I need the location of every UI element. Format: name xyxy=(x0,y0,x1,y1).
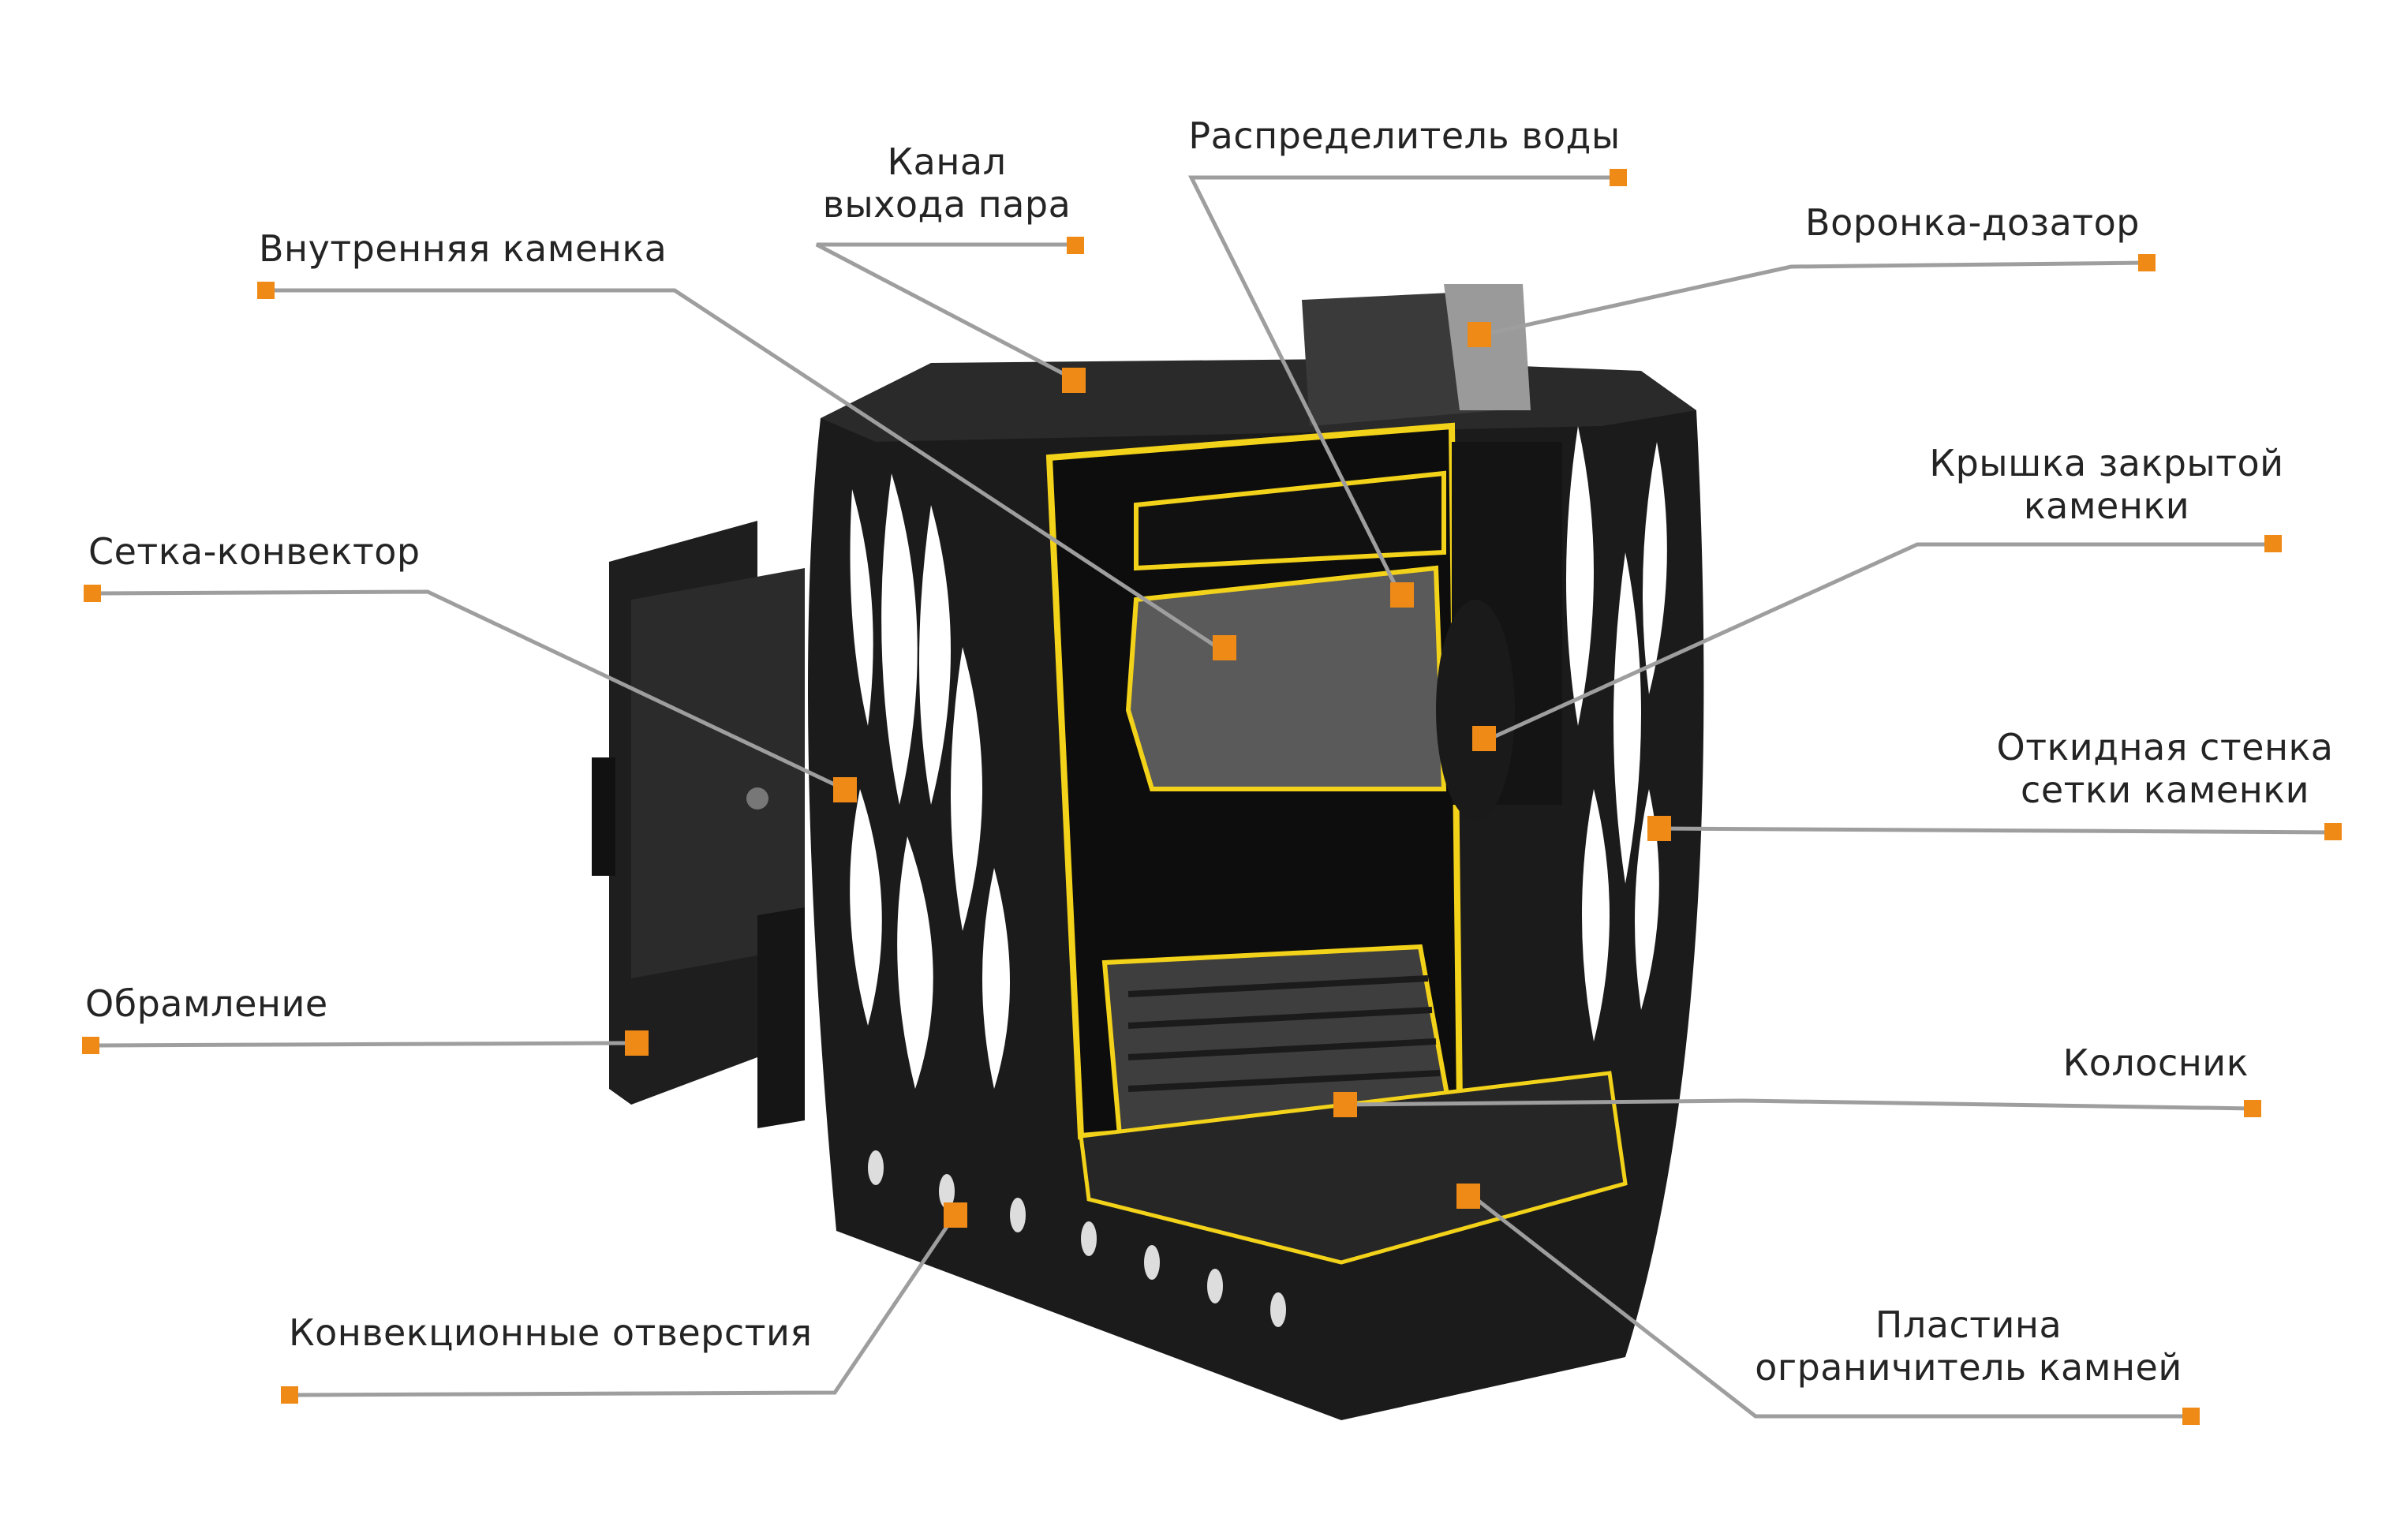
leader-convector-grid xyxy=(92,589,846,791)
point-frame xyxy=(625,1030,649,1056)
marker-convection-holes xyxy=(281,1386,298,1404)
leader-steam-channel xyxy=(815,242,1075,381)
marker-frame xyxy=(82,1037,99,1054)
label-grate: Колосник xyxy=(2062,1041,2249,1084)
point-steam-channel xyxy=(1062,368,1086,393)
leader-grate xyxy=(1340,1098,2253,1111)
marker-convector-grid xyxy=(84,585,101,602)
label-stone-limiter-plate: Пластина ограничитель камней xyxy=(1755,1303,2182,1389)
leader-closed-chamber-lid xyxy=(1482,542,2272,744)
marker-hinged-grid-wall xyxy=(2324,823,2342,840)
marker-steam-channel xyxy=(1067,237,1084,254)
point-inner-stone-chamber xyxy=(1213,635,1236,660)
label-hinged-grid-wall: Откидная стенка сетки каменки xyxy=(1996,726,2334,811)
label-water-distributor: Распределитель воды xyxy=(1188,114,1621,157)
point-stone-limiter-plate xyxy=(1456,1184,1480,1209)
leader-stone-limiter-plate xyxy=(1470,1194,2192,1419)
label-steam-channel: Канал выхода пара xyxy=(822,140,1071,226)
convector-grid-leaves xyxy=(850,473,1010,1089)
marker-dosing-funnel xyxy=(2138,254,2156,271)
marker-grate xyxy=(2244,1100,2261,1117)
leader-frame xyxy=(90,1041,632,1048)
label-closed-chamber-lid: Крышка закрытой каменки xyxy=(1929,442,2284,527)
label-convection-holes: Конвекционные отверстия xyxy=(289,1311,813,1354)
leader-dosing-funnel xyxy=(1479,260,2147,338)
point-convector-grid xyxy=(833,777,857,802)
marker-water-distributor xyxy=(1610,169,1627,186)
leader-hinged-grid-wall xyxy=(1656,826,2335,835)
marker-closed-chamber-lid xyxy=(2264,535,2282,552)
point-hinged-grid-wall xyxy=(1647,816,1671,841)
point-convection-holes xyxy=(944,1202,967,1228)
label-dosing-funnel: Воронка-дозатор xyxy=(1805,201,2140,244)
leader-water-distributor xyxy=(1187,175,1617,597)
right-grid-leaves xyxy=(1566,426,1667,1041)
point-grate xyxy=(1333,1092,1357,1117)
label-frame: Обрамление xyxy=(85,982,328,1025)
marker-inner-stone-chamber xyxy=(257,282,275,299)
leader-inner-stone-chamber xyxy=(268,288,1225,653)
point-dosing-funnel xyxy=(1468,322,1491,347)
leader-convection-holes xyxy=(290,1213,957,1397)
convection-holes xyxy=(868,1150,1286,1327)
label-inner-stone-chamber: Внутренняя каменка xyxy=(259,227,667,270)
label-convector-grid: Сетка-конвектор xyxy=(88,530,421,573)
marker-stone-limiter-plate xyxy=(2182,1408,2200,1425)
point-closed-chamber-lid xyxy=(1472,726,1496,751)
point-water-distributor xyxy=(1390,582,1414,608)
